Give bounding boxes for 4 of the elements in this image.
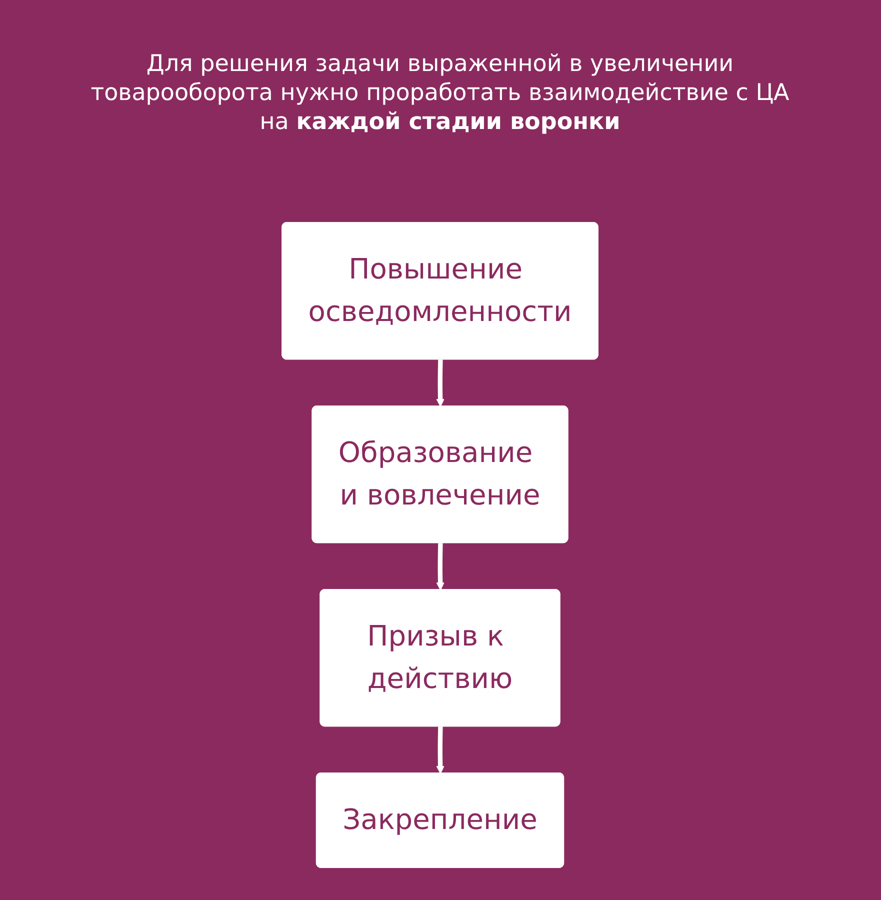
arrow xyxy=(436,543,444,590)
arrow xyxy=(436,726,444,774)
title: Для решения задачи выраженной в увеличении товарооборота нужно проработать взаимодействие с ЦА на каждой стадии воронки xyxy=(90,50,790,137)
arrow xyxy=(436,360,444,407)
